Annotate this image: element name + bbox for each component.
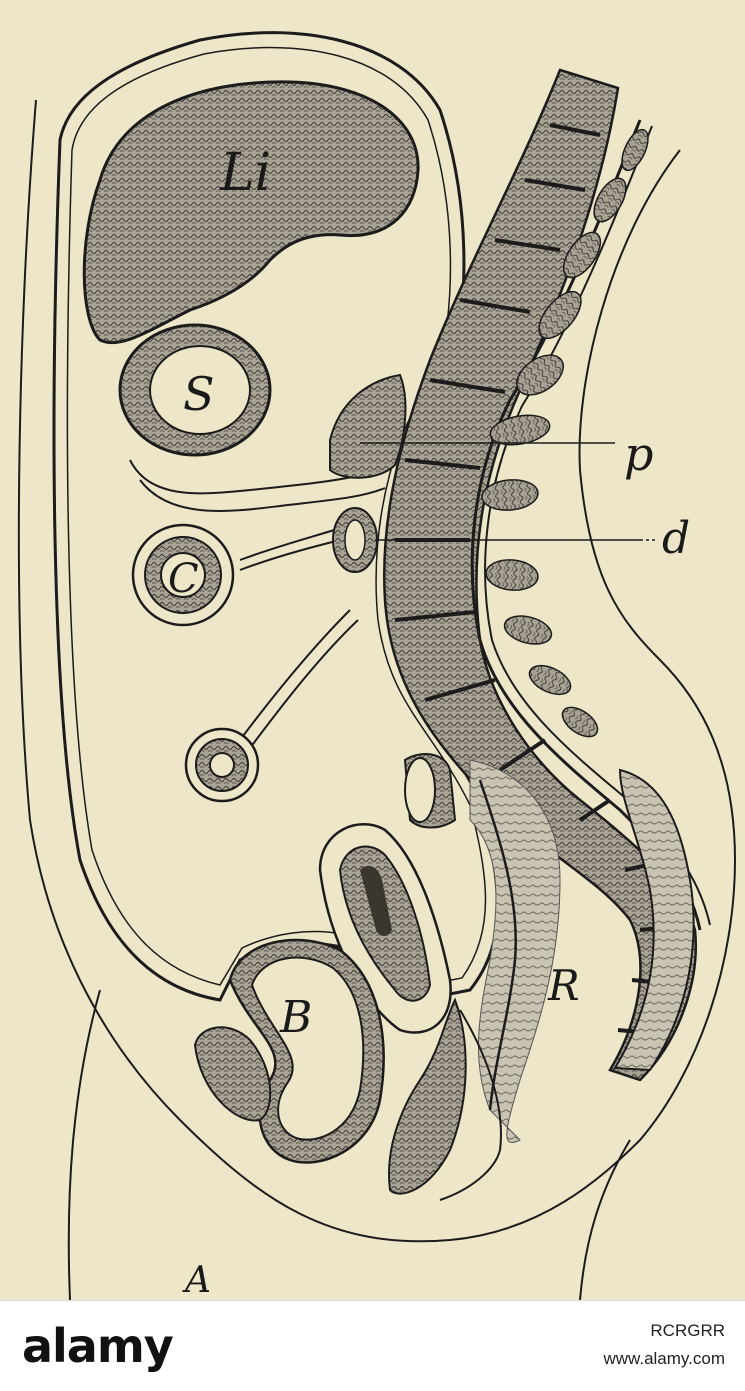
colon-lumen (160, 552, 206, 598)
vertebral-column (383, 68, 697, 1082)
label-bladder: B (279, 992, 312, 1043)
vaginal-canal (388, 997, 467, 1195)
label-pancreas: p (624, 427, 653, 481)
label-stomach: S (183, 367, 215, 421)
label-liver: Li (219, 143, 271, 203)
label-duodenum: d (662, 513, 690, 564)
intestine-loop-lumen (209, 752, 235, 778)
duodenum-lumen (344, 519, 366, 561)
spinous-processes (481, 128, 649, 738)
figure-svg: Li S C B R p d A (0, 0, 745, 1301)
mesentery-upper (129, 459, 381, 495)
label-rectum: R (547, 961, 580, 1010)
leg-outline-right (579, 1139, 631, 1301)
site-link[interactable]: www.alamy.com (603, 1349, 725, 1368)
label-figure-letter: A (182, 1260, 211, 1300)
sigmoid-opening (404, 757, 436, 823)
anatomical-figure: Li S C B R p d A (0, 0, 745, 1301)
brand-logo[interactable]: alamy (22, 1319, 174, 1373)
sacrum (613, 768, 695, 1072)
leg-outline-left (67, 989, 101, 1301)
pancreas (329, 373, 407, 479)
stock-image-id: RCRGRR (650, 1321, 725, 1340)
perineum (439, 1009, 502, 1201)
mesentery-lower (139, 479, 386, 512)
rectum-wall-line (478, 779, 517, 1111)
liver (82, 80, 420, 345)
body-outline (17, 99, 737, 1243)
intestine-mesentery (239, 609, 359, 749)
stock-footer: alamy RCRGRR www.alamy.com (0, 1300, 745, 1391)
uterus-cavity (360, 865, 392, 936)
bladder-lumen (250, 956, 365, 1141)
pubic-bone (193, 1026, 272, 1122)
stomach-lumen (149, 345, 251, 435)
label-colon: C (168, 556, 199, 602)
